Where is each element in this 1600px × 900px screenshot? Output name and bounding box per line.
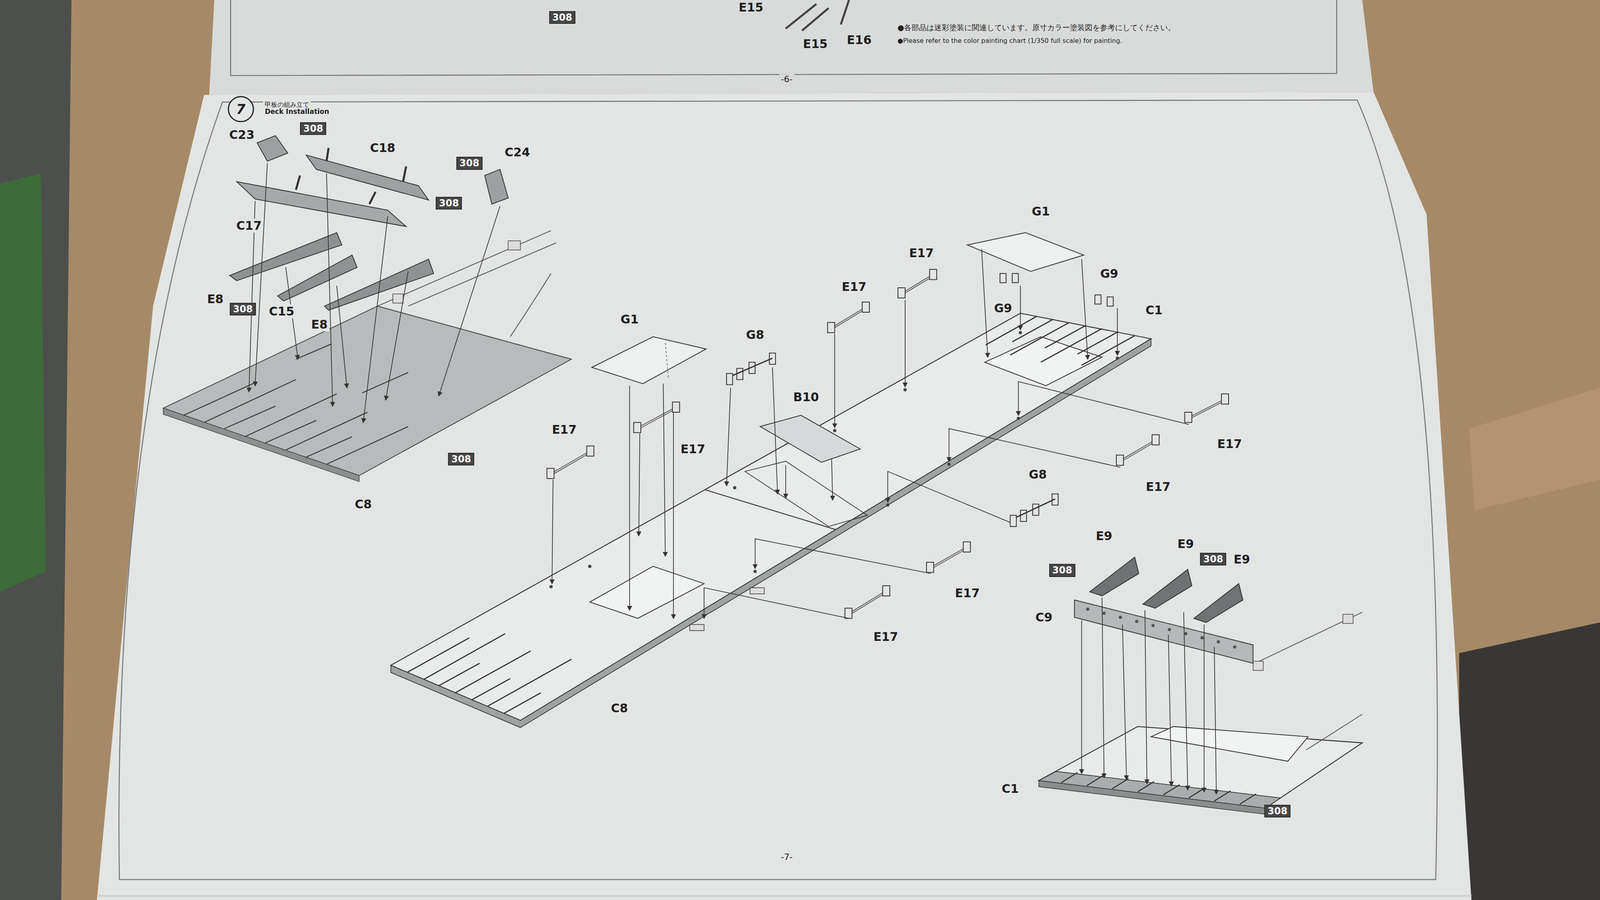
part-label: G8 (1026, 467, 1049, 482)
label-slot: G9 (992, 301, 1014, 315)
part-label: E17 (1144, 479, 1172, 494)
part-label: G1 (1030, 204, 1052, 219)
label-slot: 甲板の組み立て (263, 101, 311, 109)
label-slot: E17 (678, 442, 707, 456)
part-label: E17 (1215, 436, 1244, 451)
part-label: G1 (619, 312, 641, 327)
paint-code-box: 308 (448, 452, 475, 466)
paint-code: 308 (1203, 553, 1224, 565)
part-label: C23 (227, 127, 257, 142)
part-label: C24 (503, 145, 532, 160)
paint-code: 308 (438, 197, 459, 209)
label-slot: E16 (845, 33, 874, 47)
part-label: C15 (267, 304, 297, 319)
part-label: G8 (744, 327, 766, 342)
label-slot: E17 (1144, 480, 1172, 494)
paint-code-box: 308 (456, 156, 483, 170)
label-slot: E9 (1175, 537, 1196, 551)
part-label: E17 (550, 422, 579, 437)
label-slot: E9 (1094, 529, 1114, 543)
part-label: C1 (1144, 303, 1165, 318)
page-number: -6- (779, 74, 795, 85)
part-label: C9 (1033, 610, 1054, 625)
part-label: E9 (1094, 528, 1114, 543)
label-slot: C24 (503, 145, 532, 159)
label-slot: C1 (1144, 303, 1165, 317)
paint-code-box: 308 (229, 302, 256, 316)
part-label: E17 (871, 629, 900, 644)
part-label: G9 (1098, 266, 1120, 281)
paint-code: 308 (1052, 564, 1073, 576)
label-slot: -7- (779, 852, 795, 862)
label-slot: E15 (801, 37, 829, 51)
label-slot: B10 (791, 390, 821, 404)
label-slot: C15 (267, 304, 297, 318)
part-label: E17 (678, 442, 707, 456)
part-label: E17 (953, 586, 982, 600)
step-number: 7 (236, 101, 246, 118)
part-label: C18 (368, 140, 397, 155)
part-label: C8 (609, 701, 630, 716)
part-label: E17 (840, 279, 868, 294)
part-label: E9 (1175, 536, 1196, 551)
label-slot: G8 (744, 328, 766, 342)
label-slot: C8 (609, 701, 630, 715)
paint-code-box: 308 (1049, 563, 1076, 577)
label-slot: C8 (353, 497, 374, 511)
paint-code: 308 (552, 11, 573, 24)
label-slot: ●各部品は迷彩塗装に関連しています。原寸カラー塗装図を参考にしてください。 (896, 23, 1178, 32)
paint-code: 308 (459, 157, 480, 169)
label-slot: G9 (1098, 267, 1120, 281)
note-text: ●Please refer to the color painting char… (896, 36, 1124, 45)
label-slot: E8 (309, 317, 329, 331)
title-slot: Deck Installation (263, 107, 331, 116)
page-number: -7- (779, 851, 795, 862)
label-slot: E8 (205, 292, 225, 306)
note-text: ●各部品は迷彩塗装に関連しています。原寸カラー塗装図を参考にしてください。 (896, 23, 1178, 32)
paint-code: 308 (1267, 805, 1288, 817)
part-label: E8 (205, 292, 225, 306)
part-label: E15 (801, 36, 829, 51)
label-slot: C1 (1000, 782, 1021, 796)
label-slot: C17 (234, 219, 264, 233)
part-label: E16 (845, 32, 874, 47)
part-label: E15 (736, 0, 765, 15)
label-slot: E17 (907, 246, 936, 260)
paint-code-box: 308 (435, 196, 462, 210)
label-slot: G1 (1030, 204, 1052, 218)
label-slot: C23 (227, 128, 257, 142)
label-slot: E17 (840, 280, 868, 294)
label-slot: G8 (1026, 467, 1049, 481)
label-slot: E15 (736, 0, 765, 14)
note-text: 甲板の組み立て (263, 100, 311, 109)
paint-code: 308 (303, 123, 324, 135)
paint-code-box: 308 (1264, 804, 1291, 818)
part-label: G9 (992, 301, 1014, 316)
label-slot: E17 (871, 630, 900, 644)
paint-code-box: 308 (549, 11, 576, 24)
paint-code-box: 308 (300, 122, 327, 135)
part-label: E9 (1232, 552, 1252, 567)
part-label: C1 (1000, 781, 1021, 796)
paint-code-box: 308 (1200, 552, 1227, 566)
label-slot: E17 (953, 586, 982, 600)
label-slot: C9 (1033, 610, 1054, 624)
paint-code: 308 (451, 453, 472, 465)
label-slot: E9 (1232, 552, 1252, 566)
label-slot: -6- (779, 74, 795, 85)
step-title: Deck Installation (263, 107, 331, 116)
part-label: E17 (907, 246, 936, 260)
label-slot: E17 (550, 423, 579, 437)
part-label: C17 (234, 218, 264, 233)
label-slot: ●Please refer to the color painting char… (896, 37, 1124, 45)
step-number-circle: 7 (227, 96, 254, 123)
label-slot: G1 (619, 312, 641, 326)
part-label: C8 (353, 497, 374, 512)
paint-code: 308 (232, 303, 253, 315)
label-slot: E17 (1215, 437, 1244, 451)
part-label: E8 (309, 317, 329, 332)
label-slot: C18 (368, 141, 397, 155)
part-label: B10 (791, 390, 821, 404)
